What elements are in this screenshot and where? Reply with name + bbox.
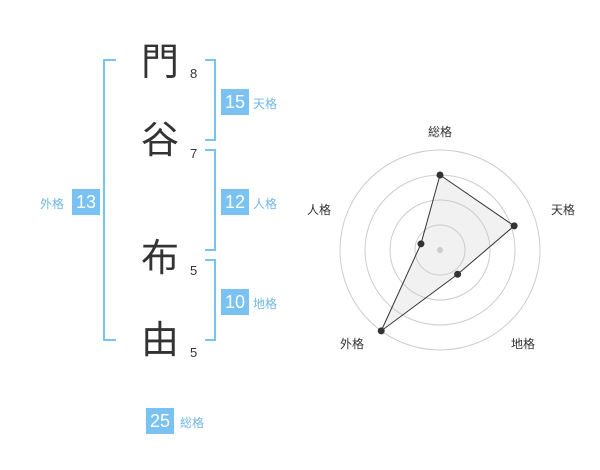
radar-point-2 xyxy=(510,222,518,230)
radar-point-3 xyxy=(454,270,462,278)
radar-ring xyxy=(339,149,541,351)
soukaku-label: 総格 xyxy=(180,416,205,430)
radar-ring xyxy=(414,224,466,276)
radar-label-tenkaku: 天格 xyxy=(551,203,576,217)
chikaku-label: 地格 xyxy=(253,297,278,311)
soukaku-badge: 25 xyxy=(146,408,175,434)
radar-ring xyxy=(389,199,491,301)
radar-label-gaikaku: 外格 xyxy=(340,337,365,351)
gaikaku-label: 外格 xyxy=(40,197,65,211)
name-char-4: 由 xyxy=(140,318,179,362)
radar-label-chikaku: 地格 xyxy=(511,337,536,351)
chikaku-bracket xyxy=(205,259,216,341)
radar-center xyxy=(437,247,443,253)
tenkaku-bracket xyxy=(205,59,216,141)
name-char-1: 門 xyxy=(140,40,179,84)
jinkaku-badge: 12 xyxy=(221,189,250,215)
radar-label-jinkaku: 人格 xyxy=(307,203,332,217)
name-char-3: 布 xyxy=(140,236,179,280)
strokes-char-4: 5 xyxy=(190,345,198,360)
radar-polygon xyxy=(380,174,516,332)
radar-point-4 xyxy=(377,327,385,335)
radar-point-5 xyxy=(417,240,425,248)
strokes-char-2: 7 xyxy=(190,146,198,161)
gaikaku-badge: 13 xyxy=(72,189,101,215)
name-char-2: 谷 xyxy=(140,118,179,162)
radar-chart xyxy=(339,149,541,351)
radar-point-1 xyxy=(436,171,444,179)
strokes-char-3: 5 xyxy=(190,263,198,278)
chikaku-badge: 10 xyxy=(221,289,250,315)
tenkaku-badge: 15 xyxy=(221,89,250,115)
radar-label-soukaku: 総格 xyxy=(428,125,453,139)
jinkaku-label: 人格 xyxy=(253,197,278,211)
gaikaku-bracket xyxy=(103,59,116,341)
jinkaku-bracket xyxy=(205,149,216,251)
tenkaku-label: 天格 xyxy=(253,97,278,111)
strokes-char-1: 8 xyxy=(190,66,198,81)
